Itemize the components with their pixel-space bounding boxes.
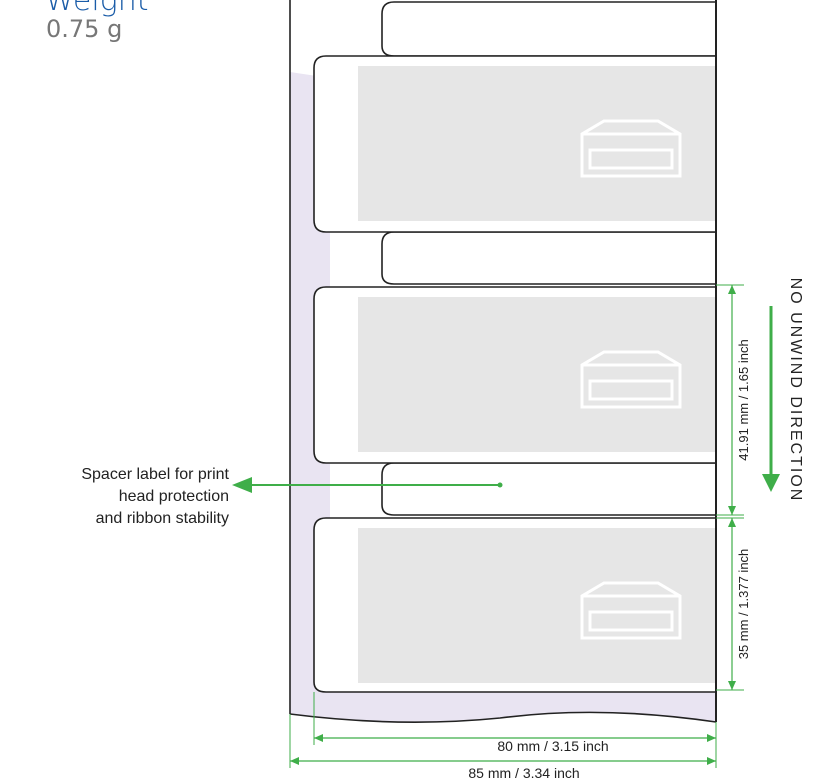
liner-width-dimension-line: 85 mm / 3.34 inch <box>289 714 716 780</box>
weight-heading: Weight <box>45 0 149 18</box>
spacer-label-callout: Spacer label for print head protection a… <box>29 464 229 530</box>
spacer-label <box>381 1 716 57</box>
liner-width-dimension-label: 85 mm / 3.34 inch <box>468 765 579 780</box>
weight-value: 0.75 g <box>46 15 123 43</box>
liner-cut-edge <box>289 711 717 723</box>
printer-icon <box>580 581 682 640</box>
height-dimension-label: 35 mm / 1.377 inch <box>736 549 751 660</box>
printer-icon <box>580 350 682 409</box>
print-area <box>358 297 716 452</box>
spacer-label <box>381 462 716 516</box>
callout-line: head protection <box>118 488 229 505</box>
printer-icon <box>580 119 682 178</box>
label-width-dimension-line: 80 mm / 3.15 inch <box>313 692 717 768</box>
pitch-dimension-line: 41.91 mm / 1.65 inch <box>716 284 751 516</box>
print-area <box>358 66 716 221</box>
callout-line: and ribbon stability <box>95 510 229 527</box>
unwind-direction-label: NO UNWIND DIRECTION <box>787 277 804 503</box>
callout-arrow-icon <box>232 477 503 493</box>
spacer-label <box>381 231 716 285</box>
callout-line: Spacer label for print <box>81 466 229 483</box>
height-dimension-line: 35 mm / 1.377 inch <box>716 517 751 691</box>
print-area <box>358 528 716 683</box>
unwind-direction-arrow-icon <box>762 306 780 492</box>
pitch-dimension-label: 41.91 mm / 1.65 inch <box>736 339 751 460</box>
label-width-dimension-label: 80 mm / 3.15 inch <box>497 738 608 754</box>
